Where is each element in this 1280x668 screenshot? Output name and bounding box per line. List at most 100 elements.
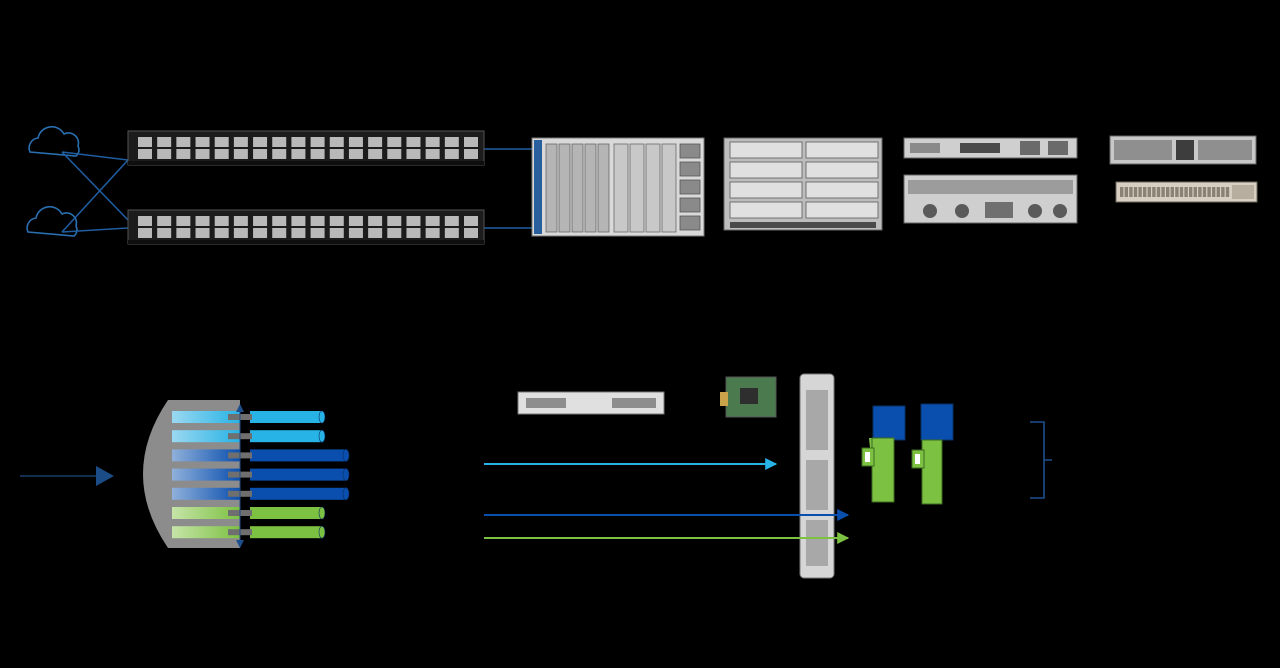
vnic-tile-green	[921, 439, 943, 505]
arrow-right-icon	[96, 466, 114, 486]
power-module	[679, 197, 701, 213]
switch-port	[425, 137, 440, 159]
vnic-lane	[172, 429, 326, 443]
switch-port	[195, 216, 210, 238]
switch-port	[138, 137, 152, 159]
switch-port	[464, 216, 478, 238]
fex-port	[1124, 187, 1128, 197]
fex-port	[1225, 187, 1230, 197]
bracket-icon	[1030, 421, 1052, 499]
switch-port	[214, 216, 229, 238]
cloud-icon	[26, 205, 78, 237]
blade-slot	[805, 161, 879, 179]
blade-slot	[558, 143, 571, 233]
vnic-lane	[172, 487, 350, 501]
blade-chassis-5108	[531, 137, 705, 237]
blade-slot	[571, 143, 584, 233]
switch-port	[348, 137, 363, 159]
switch-port	[176, 216, 191, 238]
blade-slot	[661, 143, 677, 233]
switch-port	[406, 137, 421, 159]
switch-port	[368, 216, 383, 238]
vnic-lane	[172, 449, 350, 462]
blade-slot	[584, 143, 597, 233]
fex-port	[1207, 187, 1211, 197]
fex-port	[1166, 187, 1170, 197]
switch-port	[444, 216, 459, 238]
fabric-interconnect-switch	[127, 209, 485, 245]
vnic-lane	[172, 468, 350, 481]
fex-port	[1161, 187, 1165, 197]
switch-port	[157, 216, 172, 238]
switch-port	[233, 216, 248, 238]
fex-port	[1184, 187, 1188, 197]
blade-slot	[729, 201, 803, 219]
switch-port	[348, 216, 363, 238]
fex-port	[1198, 187, 1202, 197]
switch-port	[464, 137, 478, 159]
vnic-tile-blue	[872, 405, 906, 441]
blade-slot	[645, 143, 661, 233]
switch-port	[233, 137, 248, 159]
blade-server	[799, 373, 835, 579]
switch-port	[253, 137, 268, 159]
switch-port	[291, 137, 306, 159]
cloud-icon	[28, 125, 80, 157]
switch-port	[272, 137, 287, 159]
blade-slot	[805, 181, 879, 199]
fex-port	[1120, 187, 1124, 197]
storage-server	[1109, 135, 1257, 165]
switch-port	[444, 137, 459, 159]
rack-server-1u	[903, 137, 1078, 159]
uplink-lines	[61, 148, 532, 233]
network-clouds	[26, 125, 80, 237]
fex-port	[1170, 187, 1174, 197]
switch-port	[214, 137, 229, 159]
fex-port	[1152, 187, 1156, 197]
fex-port	[1189, 187, 1193, 197]
vnic-tile-green	[871, 437, 895, 503]
rack-server-2u	[903, 174, 1078, 224]
switch-port	[138, 216, 152, 238]
fex-port	[1129, 187, 1133, 197]
switch-port	[157, 137, 172, 159]
blade-chassis-9508	[723, 137, 883, 231]
blade-slot	[545, 143, 558, 233]
power-module	[679, 179, 701, 195]
switch-port	[329, 137, 344, 159]
fex-port	[1133, 187, 1138, 197]
vnic-lane	[172, 525, 326, 539]
blade-slot	[629, 143, 645, 233]
switch-port	[253, 216, 268, 238]
fex-port	[1202, 187, 1207, 197]
lane-separator	[236, 404, 244, 548]
fex-port	[1221, 187, 1225, 197]
blade-slot	[805, 201, 879, 219]
blade-slot	[729, 181, 803, 199]
blade-slot	[729, 141, 803, 159]
fex-port	[1147, 187, 1151, 197]
blade-slot	[597, 143, 610, 233]
fex-port	[1138, 187, 1142, 197]
fex-port	[1179, 187, 1184, 197]
fabric-interconnect-switch	[127, 130, 485, 166]
power-module	[679, 161, 701, 177]
power-module	[679, 215, 701, 231]
fex-port	[1216, 187, 1220, 197]
switch-port	[176, 137, 191, 159]
switch-port	[272, 216, 287, 238]
switch-port	[406, 216, 421, 238]
input-arrow	[20, 466, 114, 486]
blade-slot	[729, 161, 803, 179]
vic-adapter-card	[720, 376, 777, 418]
traffic-flows	[484, 458, 850, 544]
switch-port	[310, 137, 325, 159]
switch-port	[368, 137, 383, 159]
fex-port	[1193, 187, 1197, 197]
vnic-lane	[172, 506, 326, 520]
vnic-lane	[172, 410, 326, 424]
switch-port	[425, 216, 440, 238]
mezzanine-card	[517, 391, 665, 415]
switch-port	[195, 137, 210, 159]
